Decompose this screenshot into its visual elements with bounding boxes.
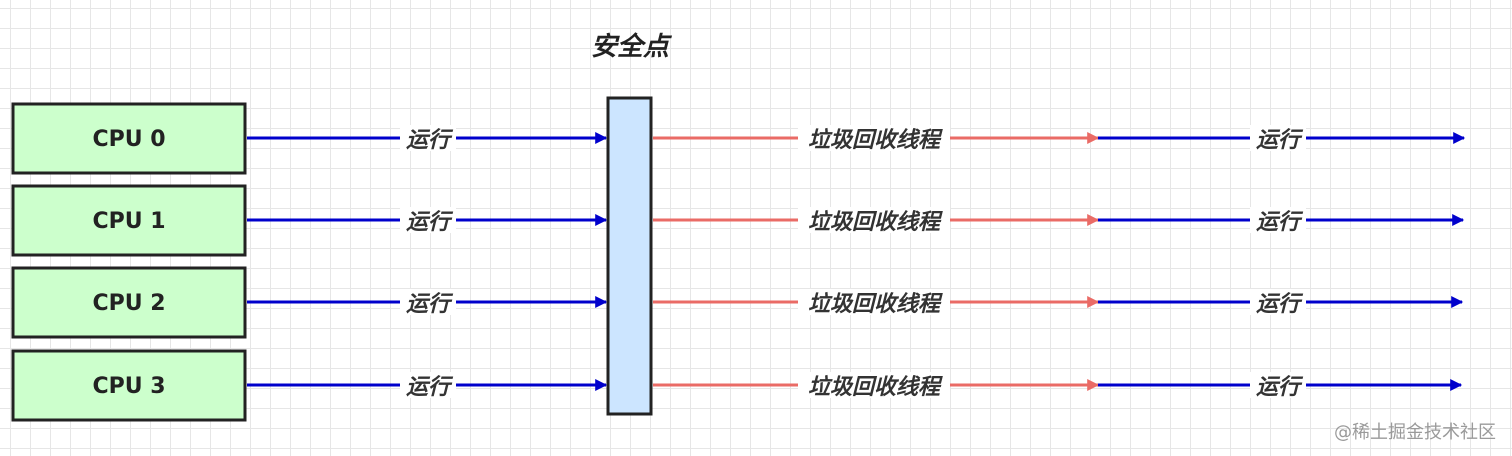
edge-label: 运行: [1256, 210, 1304, 235]
edge-label-bg: [400, 125, 456, 151]
cpu-label: CPU 0: [92, 127, 165, 152]
edge-label: 垃圾回收线程: [808, 127, 943, 153]
edge-label-bg: [798, 372, 950, 398]
safepoint-bar: [606, 96, 653, 416]
cpu-row: CPU 3 运行 垃圾回收线程 运行: [11, 349, 1463, 422]
cpu-row: CPU 2 运行 垃圾回收线程 运行: [11, 266, 1464, 339]
cpu-label: CPU 1: [92, 209, 165, 234]
edge-label-bg: [798, 289, 950, 315]
edge-label-bg: [798, 207, 950, 233]
edge-label: 垃圾回收线程: [808, 291, 943, 317]
edge-label-bg: [400, 207, 456, 233]
edge-label: 运行: [1256, 292, 1304, 317]
cpu-row: CPU 0 运行 垃圾回收线程 运行: [11, 102, 1466, 175]
edge-label: 运行: [1256, 128, 1304, 153]
edge-label: 运行: [406, 292, 454, 317]
watermark: @稀土掘金技术社区: [1334, 422, 1496, 443]
edge-label: 垃圾回收线程: [808, 209, 943, 235]
edge-label: 运行: [406, 128, 454, 153]
edge-label: 运行: [406, 210, 454, 235]
cpu-label: CPU 3: [92, 374, 165, 399]
edge-label-bg: [400, 289, 456, 315]
edge-label-bg: [1250, 207, 1306, 233]
edge-label: 垃圾回收线程: [808, 374, 943, 400]
cpu-row: CPU 1 运行 垃圾回收线程 运行: [11, 184, 1465, 257]
edge-label-bg: [1250, 125, 1306, 151]
edge-label-bg: [1250, 372, 1306, 398]
edge-label-bg: [798, 125, 950, 151]
edge-label-bg: [400, 372, 456, 398]
cpu-label: CPU 2: [92, 291, 165, 316]
edge-label: 运行: [406, 375, 454, 400]
edge-label-bg: [1250, 289, 1306, 315]
cpu-box: [11, 102, 247, 175]
cpu-box: [11, 349, 247, 422]
cpu-box: [11, 266, 247, 339]
safepoint-title: 安全点: [591, 32, 673, 62]
cpu-box: [11, 184, 247, 257]
edge-label: 运行: [1256, 375, 1304, 400]
